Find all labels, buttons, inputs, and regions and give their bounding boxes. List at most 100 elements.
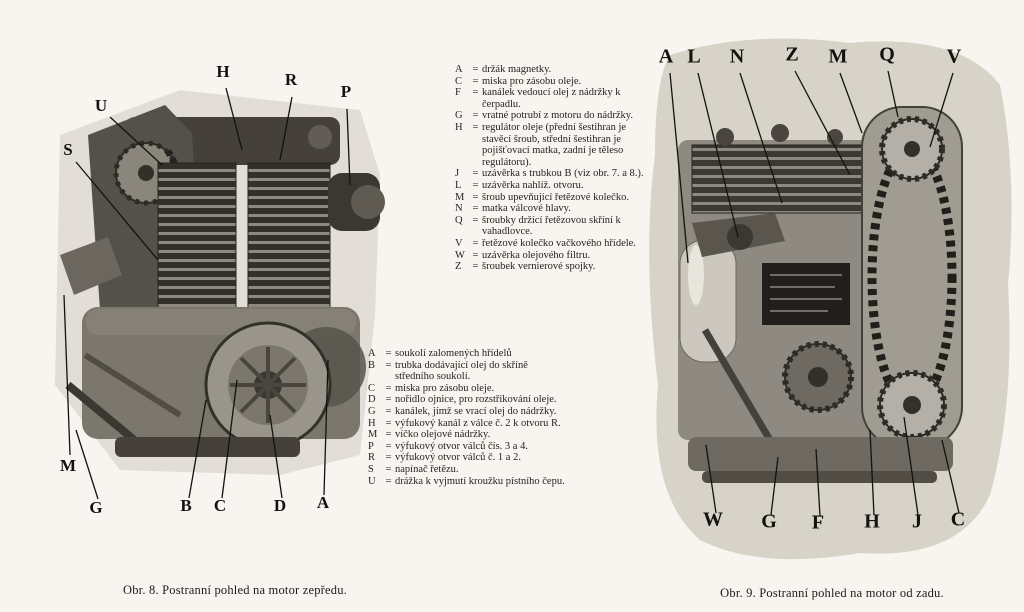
- legend-text: matka válcové hlavy.: [482, 203, 571, 215]
- side-lever: [60, 237, 122, 295]
- equals-sign: =: [472, 179, 479, 191]
- fig8-label-b: B: [180, 496, 192, 515]
- equals-sign: =: [472, 249, 479, 261]
- legend-entry-f: F=kanálek vedoucí olej z nádržky k čerpa…: [455, 87, 657, 110]
- legend-text: soukolí zalomených hřídelů: [395, 348, 512, 359]
- legend-entry-m: M=šroub upevňující řetězové kolečko.: [455, 192, 657, 204]
- legend-entry-l: L=uzávěrka nahlíž. otvoru.: [455, 180, 657, 192]
- figure-8: H R P U S M G B C D A: [30, 55, 440, 530]
- mid-gear-teeth: [782, 341, 854, 413]
- oil-tray: [115, 437, 300, 457]
- legend-entry-c: C=miska pro zásobu oleje.: [455, 76, 657, 88]
- equals-sign: =: [472, 203, 479, 215]
- oil-tank-highlight: [688, 245, 704, 305]
- equals-sign: =: [472, 121, 479, 133]
- legend-entry-d: D=nořidlo ojnice, pro rozstřikování olej…: [368, 394, 568, 406]
- legend-entry-p: P=výfukový otvor válců čís. 3 a 4.: [368, 441, 568, 453]
- legend-key: G: [455, 110, 463, 122]
- fig8-label-m: M: [59, 456, 77, 475]
- engine-rear-art: [649, 38, 1012, 560]
- equals-sign: =: [385, 463, 392, 475]
- fig9-label-m: M: [828, 45, 848, 68]
- fig8-label-c: C: [213, 496, 227, 515]
- legend-text: regulátor oleje (přední šestihran je sta…: [482, 121, 627, 168]
- fig8-label-d: D: [273, 496, 287, 515]
- equals-sign: =: [385, 475, 392, 487]
- legend-entry-r: R=výfukový otvor válců č. 1 a 2.: [368, 452, 568, 464]
- base-rail: [702, 471, 937, 483]
- legend-text: miska pro zásobu oleje.: [482, 75, 582, 87]
- spark-plug: [771, 124, 789, 142]
- fig8-label-h: H: [216, 62, 230, 81]
- figure-9-caption: Obr. 9. Postranní pohled na motor od zad…: [720, 586, 944, 600]
- fig9-label-z: Z: [785, 43, 799, 66]
- legend-text: víčko olejové nádržky.: [395, 429, 491, 441]
- legend-text: trubka dodávající olej do skříně střední…: [395, 359, 528, 383]
- fig8-label-s: S: [63, 140, 73, 159]
- legend-entry-a: A=držák magnetky.: [455, 64, 657, 76]
- legend-key: W: [455, 249, 465, 261]
- legend-text: kanálek vedoucí olej z nádržky k čerpadl…: [482, 87, 621, 110]
- oil-tank: [679, 239, 737, 363]
- spark-plug: [716, 128, 734, 146]
- magneto-cap: [351, 185, 385, 219]
- legend-key: V: [455, 237, 463, 249]
- legend-key: D: [368, 394, 376, 406]
- legend-entry-z: Z=šroubek vernierové spojky.: [455, 261, 657, 273]
- fig9-label-c: C: [950, 508, 966, 531]
- name-plate-text-lines: [770, 274, 842, 312]
- cylinder-fins: [691, 144, 868, 214]
- fig9-label-a: A: [658, 45, 674, 68]
- sprocket-bottom-hub: [903, 396, 921, 414]
- legend-top: A=držák magnetky. C=miska pro zásobu ole…: [455, 64, 657, 273]
- legend-key: A: [455, 64, 463, 75]
- control-rod-2: [83, 352, 182, 418]
- equals-sign: =: [385, 359, 392, 371]
- fig8-label-p: P: [340, 82, 352, 101]
- legend-bottom: A=soukolí zalomených hřídelů B=trubka do…: [368, 348, 568, 487]
- legend-text: vratné potrubí z motoru do nádržky.: [482, 110, 633, 122]
- figure-9-photo: [649, 38, 1012, 560]
- legend-key: U: [368, 475, 376, 487]
- equals-sign: =: [472, 110, 479, 122]
- legend-text: drážka k vyjmutí kroužku pístního čepu.: [395, 475, 565, 487]
- legend-entry-h: H=regulátor oleje (přední šestihran je s…: [455, 122, 657, 168]
- base-casting: [688, 437, 953, 471]
- legend-entry-q: Q=šroubky držící řetězovou skříní k vaha…: [455, 215, 657, 238]
- name-plate: [762, 263, 850, 325]
- equals-sign: =: [385, 405, 392, 417]
- cylinder-fins-1: [157, 162, 237, 314]
- legend-text: šroubky držící řetězovou skříní k vahadl…: [482, 214, 621, 238]
- fig8-label-u: U: [94, 96, 108, 115]
- legend-text: držák magnetky.: [482, 64, 552, 75]
- legend-entry-u: U =drážka k vyjmutí kroužku pístního čepu…: [368, 476, 568, 488]
- legend-entry-v: V =řetězové kolečko vačkového hřídele.: [455, 238, 657, 250]
- legend-key: S: [368, 463, 374, 475]
- legend-text: řetězové kolečko vačkového hřídele.: [482, 237, 636, 249]
- fig9-label-w: W: [703, 508, 723, 531]
- legend-text: miska pro zásobu oleje.: [395, 382, 495, 394]
- housing-boss: [308, 125, 332, 149]
- legend-key: P: [368, 440, 374, 452]
- equals-sign: =: [385, 382, 392, 394]
- rocker-pivot: [727, 224, 753, 250]
- equals-sign: =: [472, 168, 479, 180]
- legend-text: uzávěrka nahlíž. otvoru.: [482, 179, 584, 191]
- equals-sign: =: [472, 261, 479, 273]
- mid-gear-hub: [808, 367, 828, 387]
- fig9-label-f: F: [811, 511, 825, 534]
- equals-sign: =: [472, 237, 479, 249]
- legend-text: uzávěrka olejového filtru.: [482, 249, 591, 261]
- push-rod: [701, 328, 784, 459]
- equals-sign: =: [385, 394, 392, 406]
- legend-key: J: [455, 168, 460, 180]
- sprocket-top-teeth: [879, 116, 945, 182]
- fig9-label-g: G: [761, 510, 777, 533]
- engine-front-art: [55, 90, 385, 475]
- fig9-label-v: V: [946, 45, 962, 68]
- equals-sign: =: [385, 452, 392, 464]
- legend-key: C: [368, 382, 376, 394]
- legend-key: M: [368, 429, 378, 441]
- fig8-label-g: G: [89, 498, 103, 517]
- legend-entry-b: B=trubka dodávající olej do skříně střed…: [368, 360, 568, 383]
